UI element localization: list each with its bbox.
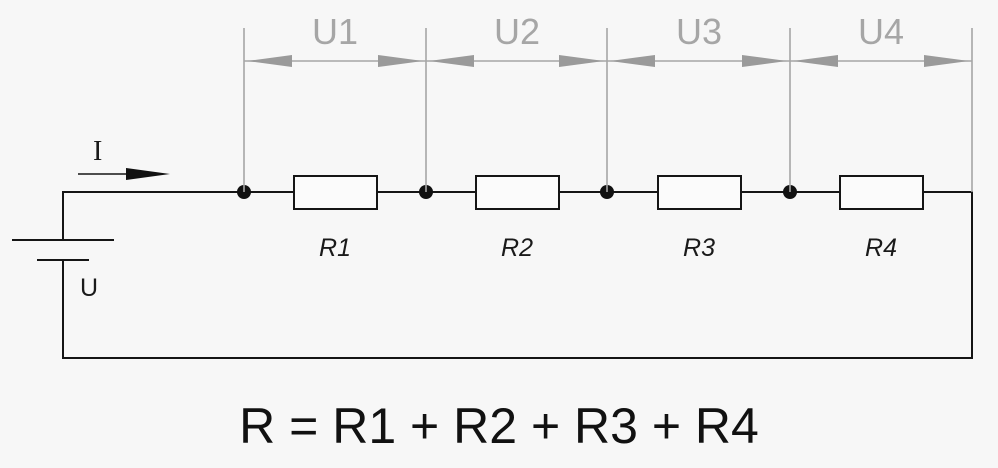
dim-arrow-u1-right [378, 55, 423, 67]
dim-arrow-u2-left [429, 55, 474, 67]
voltage-label-u3: U3 [676, 11, 722, 52]
resistor-r3 [657, 175, 742, 210]
voltage-label-u2: U2 [494, 11, 540, 52]
resistor-label-r3: R3 [683, 234, 715, 262]
dim-arrow-u4-left [793, 55, 838, 67]
resistor-r2 [475, 175, 560, 210]
resistor-label-r4: R4 [865, 234, 897, 262]
dim-arrow-u2-right [559, 55, 604, 67]
dim-arrow-u4-right [924, 55, 969, 67]
resistor-r1 [293, 175, 378, 210]
dim-arrow-u3-left [610, 55, 655, 67]
resistor-label-r1: R1 [319, 234, 351, 262]
total-resistance-formula: R = R1 + R2 + R3 + R4 [239, 398, 759, 454]
resistor-r4 [839, 175, 924, 210]
resistor-label-r2: R2 [501, 234, 533, 262]
dim-arrow-u1-left [247, 55, 292, 67]
dim-arrow-u3-right [742, 55, 787, 67]
return-wire [62, 191, 973, 359]
source-label: U [80, 274, 98, 302]
current-arrow-icon [126, 168, 170, 180]
top-left-wire [62, 191, 244, 240]
current-label: I [93, 136, 102, 167]
voltage-label-u1: U1 [312, 11, 358, 52]
voltage-label-u4: U4 [858, 11, 904, 52]
